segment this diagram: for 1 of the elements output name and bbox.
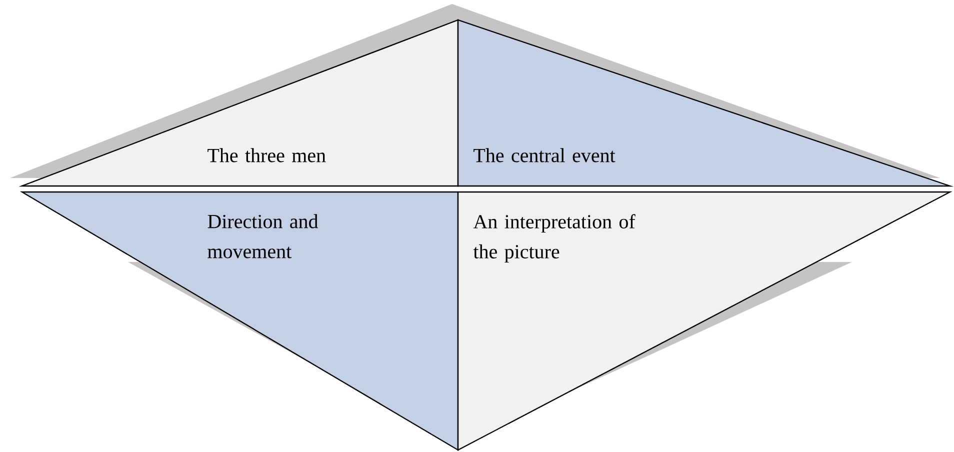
- triangle-segment: An interpretation of the picture: [457, 191, 952, 451]
